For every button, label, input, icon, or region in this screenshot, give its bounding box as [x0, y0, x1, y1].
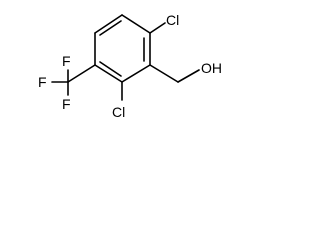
atom-label-hydroxyl: OH — [201, 60, 222, 76]
chemical-structure: Cl OH Cl F F F — [38, 12, 222, 120]
bond-ring-cf3 — [67, 64, 96, 83]
ring-bond-c2-c3 — [94, 14, 123, 34]
bond-ring-ch2 — [149, 64, 179, 83]
atom-label-cl-top: Cl — [166, 12, 179, 28]
atom-label-f-left: F — [38, 74, 47, 90]
bond-ch2-oh — [177, 69, 200, 83]
ring-bond-c1-c2 — [121, 14, 151, 34]
atom-label-f-top: F — [62, 53, 71, 69]
ring-bond-c5-c6 — [121, 64, 151, 83]
ring-bond-c4-c5 — [94, 64, 123, 83]
benzene-ring — [94, 14, 151, 83]
double-bond-inner-top — [99, 20, 122, 36]
double-bond-inner-bottom — [99, 61, 122, 77]
bond-ring-cl-top — [149, 22, 166, 34]
atom-label-f-bottom: F — [62, 96, 71, 112]
atom-label-cl-bottom: Cl — [112, 104, 125, 120]
